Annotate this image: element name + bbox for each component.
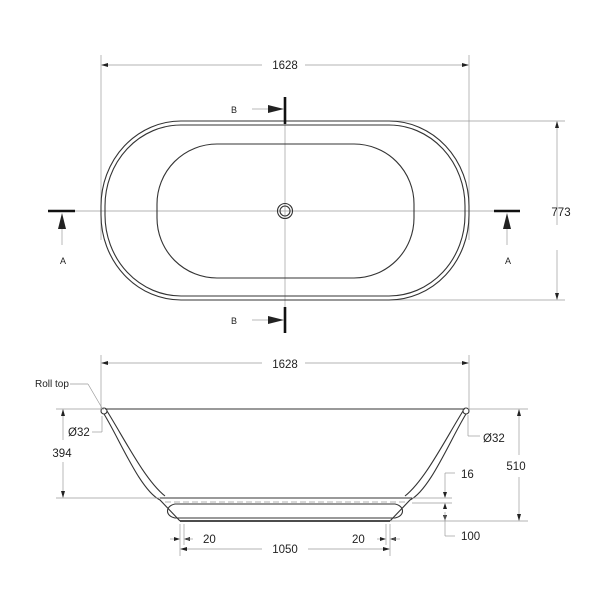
base-height-label: 100 (461, 531, 480, 543)
roll-diameter-right-label: Ø32 (483, 433, 505, 445)
plan-view: 1628 773 B B A (48, 55, 571, 333)
overall-height-label: 510 (506, 461, 525, 473)
floor-thickness-label: 16 (461, 469, 474, 481)
section-width-label: 1628 (272, 359, 298, 371)
plan-width-label: 1628 (272, 60, 298, 72)
section-view: 1628 Roll top Ø32 Ø32 (35, 355, 528, 556)
base-inset-left-label: 20 (203, 534, 216, 546)
inner-depth-label: 394 (52, 448, 72, 460)
base-length-label: 1050 (272, 544, 298, 556)
roll-top-label: Roll top (35, 379, 69, 390)
tub-inner-rim (104, 124, 466, 297)
drain-icon (276, 202, 294, 220)
section-a-right-label: A (505, 256, 511, 266)
plan-depth-label: 773 (551, 207, 570, 219)
tub-basin (156, 143, 415, 279)
section-b-top-label: B (231, 105, 237, 115)
section-b-bottom-label: B (231, 316, 237, 326)
roll-diameter-left-label: Ø32 (68, 427, 90, 439)
base-inset-right-label: 20 (352, 534, 365, 546)
section-a-left-label: A (60, 256, 66, 266)
